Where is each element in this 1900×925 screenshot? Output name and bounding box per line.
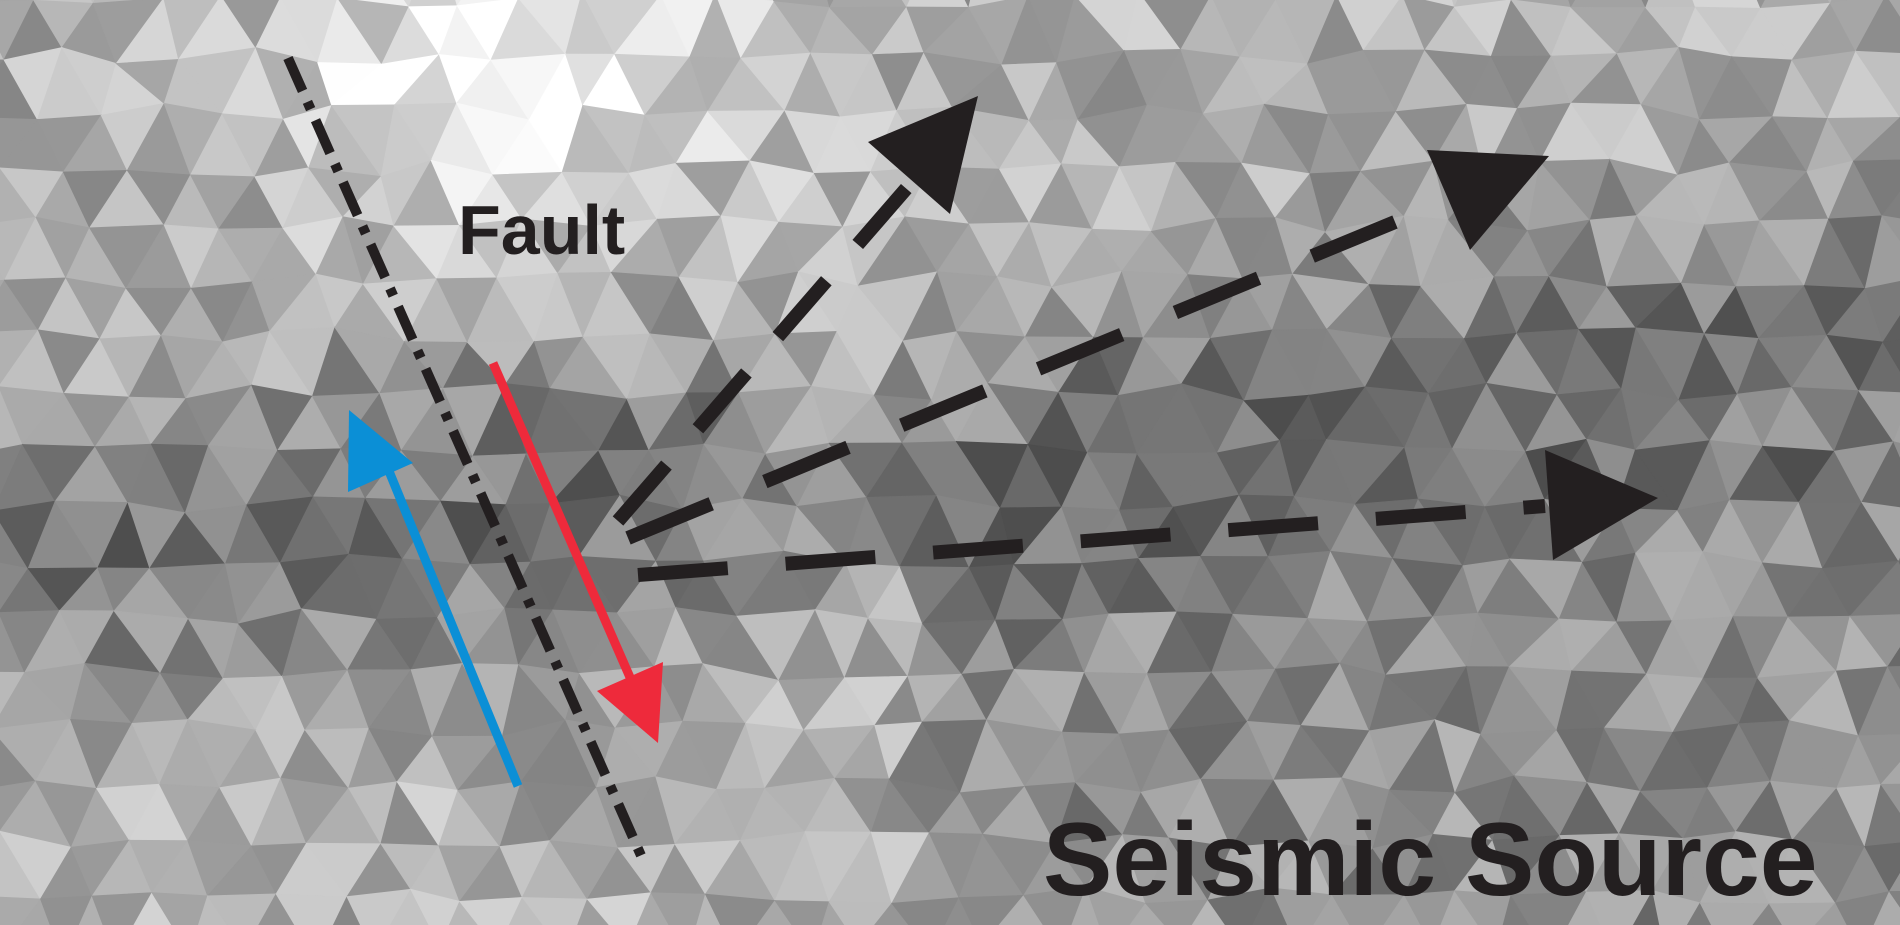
wave-path-lower xyxy=(637,450,1658,582)
terrain-facet xyxy=(1692,0,1701,9)
terrain-facet xyxy=(1892,441,1900,458)
terrain-facet xyxy=(1568,0,1576,9)
terrain-facet xyxy=(1881,191,1900,220)
terrain-facet xyxy=(1873,890,1900,925)
terrain-facet xyxy=(774,900,830,925)
terrain-facet xyxy=(1880,762,1900,785)
terrain-facet xyxy=(1632,889,1661,925)
terrain-facet xyxy=(258,893,296,925)
terrain-facet xyxy=(1887,665,1900,690)
terrain-facet xyxy=(891,897,960,925)
terrain-facet xyxy=(1502,893,1530,925)
terrain-facet xyxy=(1752,903,1783,925)
terrain-facet xyxy=(1864,280,1900,344)
terrain-facet xyxy=(1864,842,1900,893)
terrain-facet xyxy=(756,899,793,925)
terrain-facet xyxy=(650,892,707,925)
terrain-facet xyxy=(1861,501,1900,562)
terrain-facet xyxy=(874,902,910,925)
terrain-facet xyxy=(1857,734,1900,786)
terrain-facet xyxy=(1510,891,1587,925)
terrain-facet xyxy=(827,0,835,9)
terrain-facet xyxy=(91,892,153,925)
terrain-facet xyxy=(0,896,42,925)
uplift-arrow xyxy=(348,410,523,788)
terrain-facet xyxy=(1827,0,1833,5)
fault-line xyxy=(283,55,648,863)
terrain-facet xyxy=(1686,902,1712,925)
terrain-facet xyxy=(901,0,911,8)
terrain-facet xyxy=(1880,783,1900,813)
terrain-facet xyxy=(1882,339,1900,372)
terrain-facet xyxy=(508,896,544,925)
fault-label: Fault xyxy=(458,191,626,269)
terrain-facet xyxy=(1652,890,1701,925)
terrain-facet xyxy=(1852,159,1900,217)
terrain-facet xyxy=(332,895,361,925)
wave-path-upper xyxy=(612,96,978,526)
terrain-facet xyxy=(759,0,775,3)
terrain-facet xyxy=(1855,50,1900,118)
terrain-facet xyxy=(964,0,971,9)
terrain-facet xyxy=(1881,215,1900,242)
terrain-facet xyxy=(275,893,348,925)
downthrow-arrow xyxy=(488,361,663,743)
terrain-facet xyxy=(829,0,908,8)
terrain-facet xyxy=(1452,0,1459,9)
terrain-facet xyxy=(1085,886,1147,925)
terrain-facet xyxy=(1889,0,1900,17)
terrain-facet xyxy=(636,891,670,925)
wave-path-middle xyxy=(625,150,1549,545)
terrain-facet xyxy=(1887,647,1900,668)
terrain-facet xyxy=(403,0,413,8)
terrain-facet xyxy=(521,897,588,925)
seismic-source-label: Seismic Source xyxy=(1043,802,1818,918)
terrain-facet xyxy=(1893,424,1900,444)
terrain-facet xyxy=(1699,902,1771,925)
terrain-facet xyxy=(78,894,104,925)
terrain-facet xyxy=(1568,891,1601,925)
terrain-facet xyxy=(448,900,479,925)
terrain-facet xyxy=(1645,0,1696,9)
terrain-facet xyxy=(906,0,970,8)
terrain-facet xyxy=(1641,0,1650,9)
terrain-facet xyxy=(1888,872,1900,892)
terrain-facet xyxy=(39,895,93,925)
terrain-facet xyxy=(1849,614,1900,668)
terrain-facet xyxy=(1858,390,1900,443)
terrain-facet xyxy=(1882,315,1900,343)
terrain-facet xyxy=(1888,891,1900,908)
terrain-facet xyxy=(20,898,51,925)
terrain-facet xyxy=(1570,0,1647,8)
terrain-facet xyxy=(1756,0,1766,10)
